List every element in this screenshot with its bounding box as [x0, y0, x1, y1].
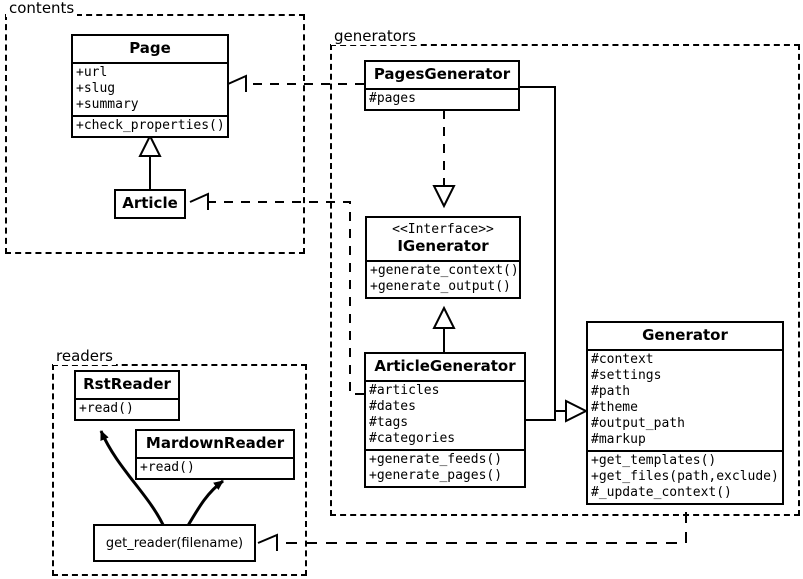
attribute: +summary	[76, 97, 139, 112]
class-rstreader[interactable]: RstReader +read()	[74, 370, 180, 421]
class-generator-methods: +get_templates() +get_files(path,exclude…	[588, 450, 782, 503]
attribute: #markup	[591, 432, 646, 447]
class-generator-title: Generator	[642, 326, 728, 344]
attribute: +url	[76, 65, 108, 80]
class-pagesgenerator-attributes: #pages	[366, 88, 518, 109]
attribute: #categories	[369, 431, 456, 446]
package-contents-frame	[5, 14, 305, 254]
method: +generate_pages()	[369, 468, 503, 483]
method: +read()	[79, 401, 134, 416]
method: +check_properties()	[76, 118, 225, 133]
attribute: #path	[591, 384, 631, 399]
class-igenerator-title: <<Interface>> IGenerator	[367, 218, 519, 260]
method: +get_files(path,exclude)	[591, 469, 779, 484]
attribute: #settings	[591, 368, 662, 383]
method: +read()	[140, 460, 195, 475]
attribute: #context	[591, 352, 654, 367]
attribute: #articles	[369, 383, 440, 398]
method: #_update_context()	[591, 485, 732, 500]
class-generator[interactable]: Generator #context #settings #path #them…	[586, 321, 784, 505]
class-rstreader-methods: +read()	[76, 398, 178, 419]
class-igenerator-methods: +generate_context() +generate_output()	[367, 260, 519, 297]
attribute: #pages	[369, 91, 416, 106]
class-page-methods: +check_properties()	[73, 115, 227, 136]
attribute: #dates	[369, 399, 416, 414]
class-pagesgenerator[interactable]: PagesGenerator #pages	[364, 60, 520, 111]
class-igenerator-stereotype: <<Interface>>	[392, 222, 494, 237]
function-get-reader[interactable]: get_reader(filename)	[93, 524, 256, 562]
class-generator-attributes: #context #settings #path #theme #output_…	[588, 349, 782, 450]
class-igenerator[interactable]: <<Interface>> IGenerator +generate_conte…	[365, 216, 521, 299]
class-articlegenerator-attributes: #articles #dates #tags #categories	[366, 380, 524, 449]
class-articlegenerator-methods: +generate_feeds() +generate_pages()	[366, 449, 524, 486]
attribute: #tags	[369, 415, 409, 430]
attribute: #output_path	[591, 416, 685, 431]
class-igenerator-name: IGenerator	[397, 237, 489, 255]
package-contents-label: contents	[6, 0, 78, 17]
package-readers-frame	[52, 364, 307, 576]
class-mardownreader[interactable]: MardownReader +read()	[135, 429, 295, 480]
method: +generate_context()	[370, 263, 519, 278]
attribute: #theme	[591, 400, 638, 415]
class-page[interactable]: Page +url +slug +summary +check_properti…	[71, 34, 229, 138]
class-mardownreader-methods: +read()	[137, 457, 293, 478]
edge-generator-to-getreader	[257, 512, 687, 551]
class-page-attributes: +url +slug +summary	[73, 62, 227, 115]
class-pagesgenerator-title: PagesGenerator	[373, 65, 511, 83]
function-get-reader-label: get_reader(filename)	[105, 535, 244, 551]
package-generators-label: generators	[331, 28, 419, 45]
method: +generate_output()	[370, 279, 511, 294]
class-rstreader-title: RstReader	[83, 375, 171, 393]
class-article[interactable]: Article	[114, 189, 186, 219]
attribute: +slug	[76, 81, 116, 96]
method: +get_templates()	[591, 453, 717, 468]
class-mardownreader-title: MardownReader	[145, 434, 285, 452]
package-readers-label: readers	[53, 348, 116, 365]
class-articlegenerator[interactable]: ArticleGenerator #articles #dates #tags …	[364, 352, 526, 488]
class-page-title: Page	[129, 39, 171, 57]
method: +generate_feeds()	[369, 452, 503, 467]
class-articlegenerator-title: ArticleGenerator	[374, 357, 516, 375]
class-article-title: Article	[122, 194, 178, 212]
